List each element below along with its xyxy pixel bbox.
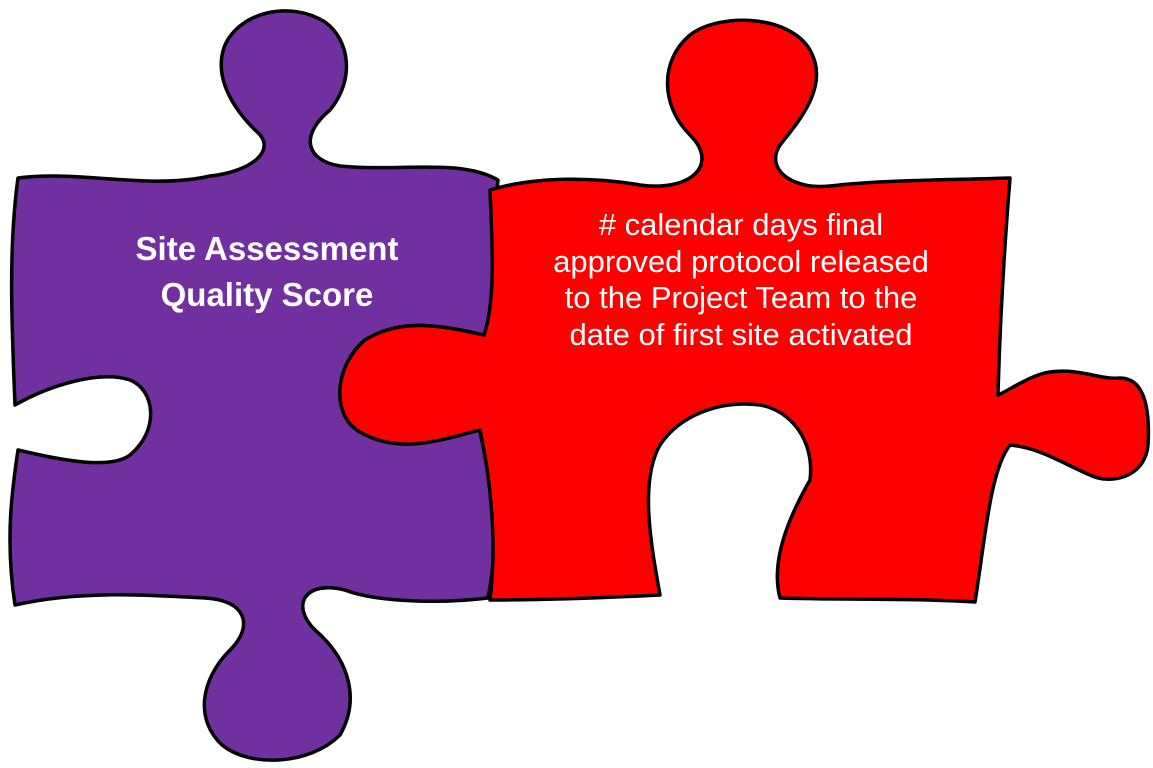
right-puzzle-piece <box>338 18 1151 604</box>
right-label-line-4: date of first site activated <box>569 316 913 352</box>
left-puzzle-piece <box>8 9 500 762</box>
right-label-line-3: to the Project Team to the <box>564 280 918 315</box>
left-label-line-1: Site Assessment <box>135 230 399 267</box>
site-assessment-quality-score-label: Site Assessment Quality Score <box>72 226 462 318</box>
right-label-line-2: approved protocol released <box>553 243 929 279</box>
left-label-line-2: Quality Score <box>160 276 374 313</box>
calendar-days-metric-label: # calendar days final approved protocol … <box>486 207 996 353</box>
right-label-line-1: # calendar days final <box>598 207 884 242</box>
